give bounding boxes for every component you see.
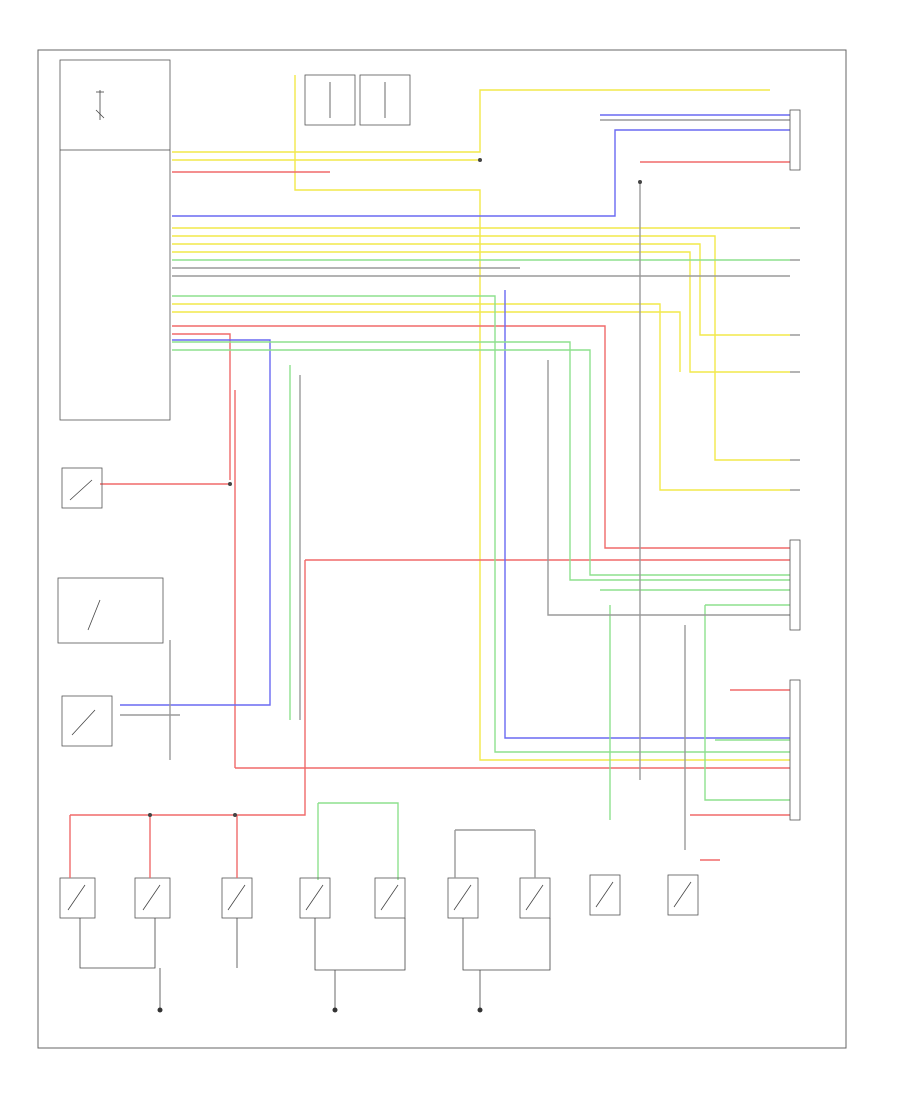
door-switch-feeds <box>69 815 536 878</box>
right-connectors <box>789 109 801 821</box>
harness-wires <box>70 75 790 880</box>
junctions <box>148 158 642 817</box>
left-lower-switches <box>57 467 164 747</box>
door-switches <box>59 874 699 1013</box>
central-module <box>59 59 171 421</box>
diagram-frame <box>37 49 847 1049</box>
fuse-box-pair <box>304 74 411 126</box>
